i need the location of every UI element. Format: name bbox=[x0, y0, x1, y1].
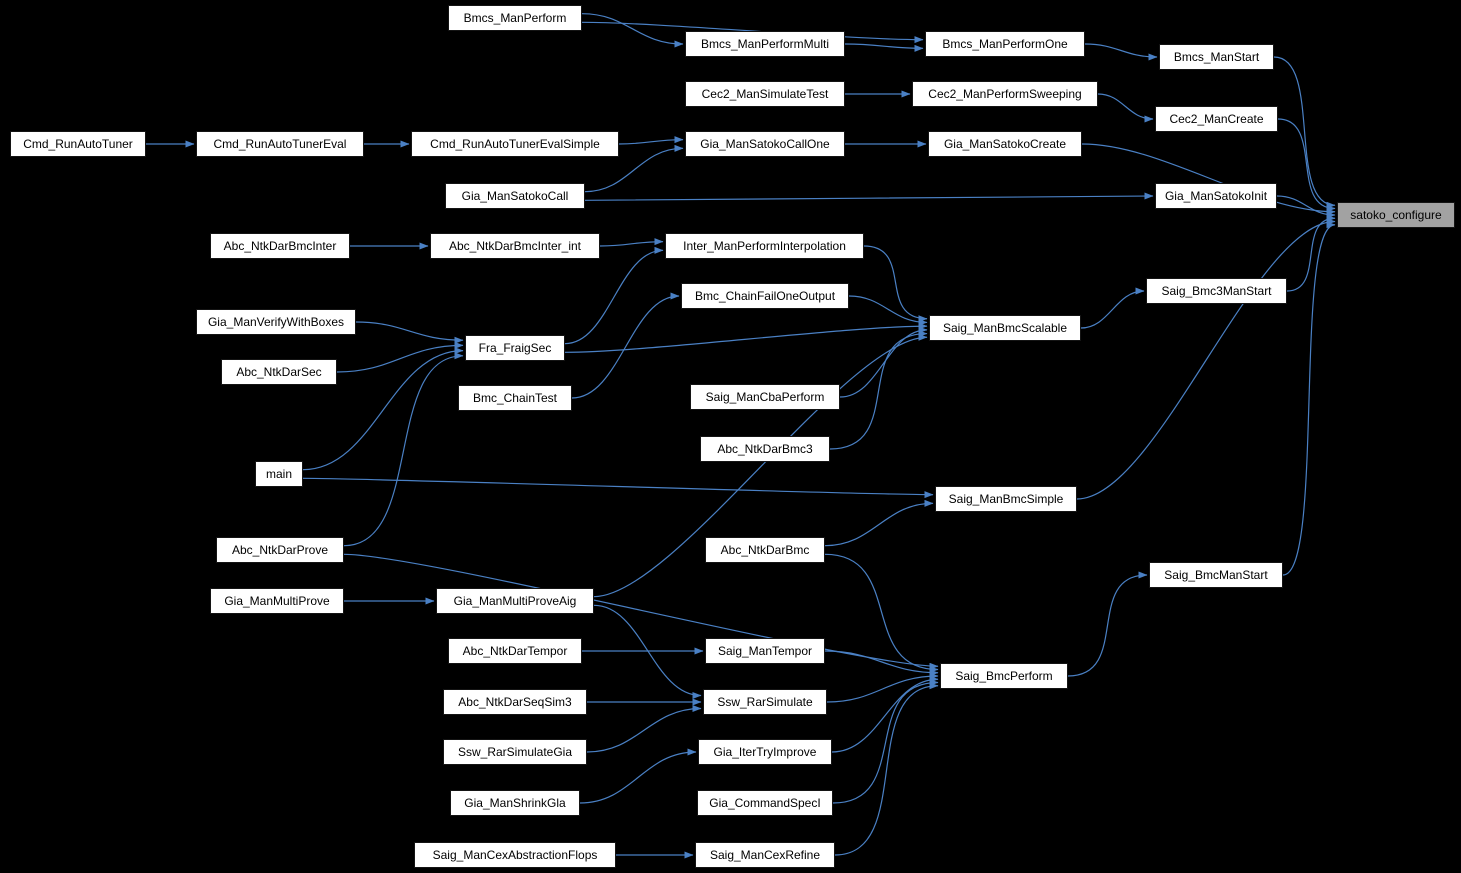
call-edge-Saig_ManCbaPerform--Saig_ManBmcScalable bbox=[839, 326, 928, 398]
call-edge-Cec2_ManPerformSweeping--Cec2_ManCreate bbox=[1097, 93, 1154, 123]
graph-node-Saig_BmcManStart[interactable]: Saig_BmcManStart bbox=[1149, 562, 1283, 588]
graph-node-Abc_NtkDarProve[interactable]: Abc_NtkDarProve bbox=[216, 537, 344, 563]
call-edge-Bmcs_ManPerformMulti--Bmcs_ManPerformOne bbox=[844, 43, 924, 52]
graph-node-Gia_ManSatokoCall[interactable]: Gia_ManSatokoCall bbox=[445, 183, 585, 209]
call-edge-Inter_ManPerformInterpolation--Saig_ManBmcScalable bbox=[863, 245, 928, 323]
call-edge-Gia_ManShrinkGla--Gia_IterTryImprove bbox=[579, 748, 697, 804]
graph-node-Ssw_RarSimulateGia[interactable]: Ssw_RarSimulateGia bbox=[443, 739, 587, 765]
graph-node-main[interactable]: main bbox=[255, 461, 303, 487]
call-edge-Bmc_ChainFailOneOutput--Saig_ManBmcScalable bbox=[848, 295, 928, 326]
graph-node-Inter_ManPerformInterpolation[interactable]: Inter_ManPerformInterpolation bbox=[665, 233, 864, 259]
graph-node-Abc_NtkDarBmcInter_int[interactable]: Abc_NtkDarBmcInter_int bbox=[430, 233, 600, 259]
graph-node-Cmd_RunAutoTuner[interactable]: Cmd_RunAutoTuner bbox=[10, 131, 146, 157]
graph-node-Abc_NtkDarSeqSim3[interactable]: Abc_NtkDarSeqSim3 bbox=[443, 689, 587, 715]
call-edge-Ssw_RarSimulateGia--Ssw_RarSimulate bbox=[586, 705, 702, 753]
graph-node-Saig_ManBmcSimple[interactable]: Saig_ManBmcSimple bbox=[935, 486, 1077, 512]
graph-node-Cec2_ManPerformSweeping[interactable]: Cec2_ManPerformSweeping bbox=[912, 81, 1098, 107]
call-edge-Bmcs_ManStart--satoko_configure bbox=[1273, 56, 1336, 209]
graph-node-Bmc_ChainFailOneOutput[interactable]: Bmc_ChainFailOneOutput bbox=[681, 283, 849, 309]
call-edge-Abc_NtkDarProve--Saig_BmcPerform bbox=[343, 553, 939, 670]
call-edge-Fra_FraigSec--Saig_ManBmcScalable bbox=[564, 322, 928, 353]
call-edge-Bmcs_ManPerform--Bmcs_ManPerformMulti bbox=[581, 13, 684, 48]
call-edge-Gia_ManSatokoCreate--satoko_configure bbox=[1081, 143, 1336, 216]
call-edge-Saig_Bmc3ManStart--satoko_configure bbox=[1286, 214, 1336, 292]
graph-node-Fra_FraigSec[interactable]: Fra_FraigSec bbox=[465, 335, 565, 361]
graph-node-Gia_ManSatokoInit[interactable]: Gia_ManSatokoInit bbox=[1155, 183, 1277, 209]
graph-node-Gia_ManSatokoCreate[interactable]: Gia_ManSatokoCreate bbox=[928, 131, 1082, 157]
graph-node-Gia_ManShrinkGla[interactable]: Gia_ManShrinkGla bbox=[450, 790, 580, 816]
call-edge-Gia_ManSatokoCall--Gia_ManSatokoCallOne bbox=[584, 144, 684, 193]
call-edge-main--Fra_FraigSec bbox=[302, 347, 464, 471]
call-edge-Abc_NtkDarBmc3--Saig_ManBmcScalable bbox=[829, 330, 928, 450]
graph-node-Bmcs_ManStart[interactable]: Bmcs_ManStart bbox=[1159, 44, 1274, 70]
graph-node-Abc_NtkDarBmc[interactable]: Abc_NtkDarBmc bbox=[705, 537, 825, 563]
graph-node-Bmcs_ManPerformMulti[interactable]: Bmcs_ManPerformMulti bbox=[685, 31, 845, 57]
call-edge-Abc_NtkDarBmcInter_int--Inter_ManPerformInterpolation bbox=[599, 238, 664, 247]
call-edge-Gia_ManMultiProveAig--Saig_ManBmcScalable bbox=[593, 333, 928, 598]
graph-node-Gia_CommandSpecI[interactable]: Gia_CommandSpecI bbox=[697, 790, 833, 816]
graph-node-Cmd_RunAutoTunerEvalSimple[interactable]: Cmd_RunAutoTunerEvalSimple bbox=[411, 131, 619, 157]
graph-node-Ssw_RarSimulate[interactable]: Ssw_RarSimulate bbox=[703, 689, 827, 715]
call-edge-Saig_BmcManStart--satoko_configure bbox=[1282, 221, 1336, 576]
call-edge-Gia_IterTryImprove--Saig_BmcPerform bbox=[831, 675, 939, 753]
call-edge-Saig_ManCexRefine--Saig_BmcPerform bbox=[834, 682, 939, 856]
graph-node-Gia_IterTryImprove[interactable]: Gia_IterTryImprove bbox=[698, 739, 832, 765]
call-edge-Ssw_RarSimulate--Saig_BmcPerform bbox=[826, 672, 939, 703]
call-edge-Saig_ManBmcScalable--Saig_Bmc3ManStart bbox=[1080, 287, 1145, 329]
graph-node-satoko_configure[interactable]: satoko_configure bbox=[1337, 202, 1455, 228]
graph-node-Saig_Bmc3ManStart[interactable]: Saig_Bmc3ManStart bbox=[1146, 278, 1287, 304]
call-edge-Saig_BmcPerform--Saig_BmcManStart bbox=[1067, 571, 1148, 677]
call-edge-Bmc_ChainTest--Bmc_ChainFailOneOutput bbox=[571, 292, 680, 399]
call-edge-Saig_ManTempor--Saig_BmcPerform bbox=[824, 650, 939, 677]
call-edge-Gia_ManVerifyWithBoxes--Fra_FraigSec bbox=[355, 321, 464, 344]
graph-node-Gia_ManVerifyWithBoxes[interactable]: Gia_ManVerifyWithBoxes bbox=[196, 309, 356, 335]
graph-node-Bmcs_ManPerformOne[interactable]: Bmcs_ManPerformOne bbox=[925, 31, 1085, 57]
call-edge-Fra_FraigSec--Inter_ManPerformInterpolation bbox=[564, 246, 664, 345]
graph-node-Abc_NtkDarBmcInter[interactable]: Abc_NtkDarBmcInter bbox=[210, 233, 350, 259]
call-edge-Cec2_ManCreate--satoko_configure bbox=[1277, 118, 1336, 212]
graph-node-Saig_BmcPerform[interactable]: Saig_BmcPerform bbox=[940, 663, 1068, 689]
graph-node-Gia_ManSatokoCallOne[interactable]: Gia_ManSatokoCallOne bbox=[685, 131, 845, 157]
graph-node-Saig_ManCbaPerform[interactable]: Saig_ManCbaPerform bbox=[690, 384, 840, 410]
graph-node-Abc_NtkDarBmc3[interactable]: Abc_NtkDarBmc3 bbox=[700, 436, 830, 462]
graph-node-Saig_ManCexAbstractionFlops[interactable]: Saig_ManCexAbstractionFlops bbox=[414, 842, 616, 868]
call-edge-Cmd_RunAutoTunerEvalSimple--Gia_ManSatokoCallOne bbox=[618, 136, 684, 145]
call-edge-main--Saig_ManBmcSimple bbox=[302, 477, 934, 499]
graph-node-Saig_ManTempor[interactable]: Saig_ManTempor bbox=[705, 638, 825, 664]
call-edge-Gia_ManSatokoCall--Gia_ManSatokoInit bbox=[584, 192, 1154, 201]
graph-node-Saig_ManCexRefine[interactable]: Saig_ManCexRefine bbox=[695, 842, 835, 868]
call-edge-Abc_NtkDarBmc--Saig_BmcPerform bbox=[824, 553, 939, 673]
call-edge-Gia_ManSatokoInit--satoko_configure bbox=[1276, 195, 1336, 219]
graph-node-Cec2_ManCreate[interactable]: Cec2_ManCreate bbox=[1155, 106, 1278, 132]
graph-node-Cmd_RunAutoTunerEval[interactable]: Cmd_RunAutoTunerEval bbox=[196, 131, 364, 157]
graph-node-Gia_ManMultiProve[interactable]: Gia_ManMultiProve bbox=[210, 588, 344, 614]
call-edge-Abc_NtkDarProve--Fra_FraigSec bbox=[343, 352, 464, 547]
call-edge-Gia_CommandSpecI--Saig_BmcPerform bbox=[832, 679, 939, 804]
graph-node-Gia_ManMultiProveAig[interactable]: Gia_ManMultiProveAig bbox=[436, 588, 594, 614]
graph-node-Abc_NtkDarTempor[interactable]: Abc_NtkDarTempor bbox=[448, 638, 582, 664]
call-edge-Bmcs_ManPerformOne--Bmcs_ManStart bbox=[1084, 43, 1158, 61]
graph-node-Bmcs_ManPerform[interactable]: Bmcs_ManPerform bbox=[448, 5, 582, 31]
graph-node-Bmc_ChainTest[interactable]: Bmc_ChainTest bbox=[458, 385, 572, 411]
call-edge-Abc_NtkDarSec--Fra_FraigSec bbox=[336, 341, 464, 373]
graph-node-Abc_NtkDarSec[interactable]: Abc_NtkDarSec bbox=[221, 359, 337, 385]
call-edge-Abc_NtkDarBmc--Saig_ManBmcSimple bbox=[824, 499, 934, 547]
call-edge-Saig_ManBmcSimple--satoko_configure bbox=[1076, 218, 1336, 500]
graph-node-Saig_ManBmcScalable[interactable]: Saig_ManBmcScalable bbox=[929, 315, 1081, 341]
graph-node-Cec2_ManSimulateTest[interactable]: Cec2_ManSimulateTest bbox=[685, 81, 845, 107]
